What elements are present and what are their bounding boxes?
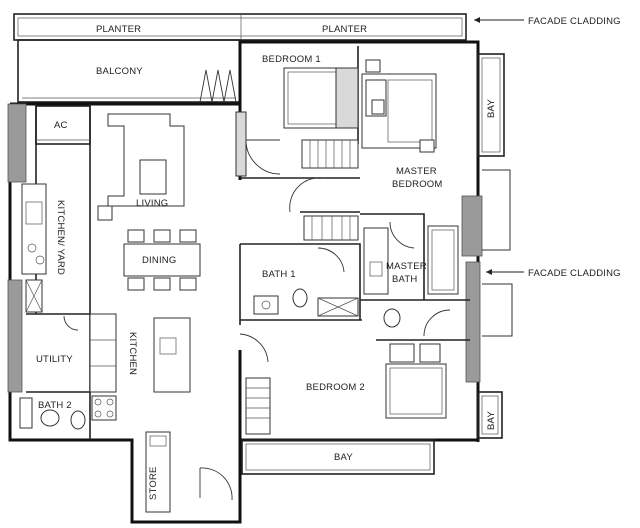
- label-bath-2: BATH 2: [38, 400, 72, 411]
- label-bath-1: BATH 1: [262, 269, 296, 280]
- kitchen-island: [153, 317, 191, 393]
- label-master-bath-2: BATH: [392, 274, 417, 285]
- planter-strip: [13, 13, 467, 41]
- bath-2-fixtures: [19, 397, 86, 430]
- bedroom-1-furniture: [283, 67, 359, 169]
- label-utility: UTILITY: [36, 354, 73, 365]
- label-bedroom-2: BEDROOM 2: [306, 382, 365, 393]
- master-bedroom-furniture: [303, 59, 437, 241]
- label-master-bedroom-1: MASTER: [396, 166, 437, 177]
- label-dining: DINING: [142, 255, 176, 266]
- label-store: STORE: [148, 466, 159, 500]
- living-furniture: [97, 113, 185, 221]
- callout-arrows: [474, 17, 524, 275]
- master-bath-fixtures: [363, 225, 459, 337]
- label-planter-left: PLANTER: [96, 24, 141, 35]
- kitchen-cabinets: [89, 313, 117, 421]
- label-bay-top-right: BAY: [486, 99, 497, 118]
- bedroom-2-furniture: [245, 343, 447, 435]
- label-ac: AC: [54, 120, 68, 131]
- label-planter-right: PLANTER: [322, 24, 367, 35]
- label-kitchen-yard: KITCHEN/ YARD: [55, 200, 66, 275]
- bay-windows: [241, 53, 505, 475]
- facade-frames: [482, 169, 513, 337]
- label-living: LIVING: [136, 198, 168, 209]
- label-bedroom-1: BEDROOM 1: [262, 54, 321, 65]
- store-shelves: [145, 431, 171, 513]
- label-kitchen: KITCHEN: [127, 332, 138, 375]
- room-labels: PLANTER PLANTER BALCONY AC KITCHEN/ YARD…: [36, 16, 621, 500]
- kitchen-counter: [21, 183, 47, 313]
- bath-1-fixtures: [253, 288, 359, 317]
- facade-cladding-elements: [7, 103, 483, 393]
- label-balcony: BALCONY: [96, 66, 143, 77]
- label-bay-bottom-right: BAY: [486, 411, 497, 430]
- label-master-bath-1: MASTER: [386, 261, 427, 272]
- label-bay-bottom: BAY: [334, 452, 353, 463]
- label-master-bedroom-2: BEDROOM: [392, 179, 443, 190]
- dining-table: [123, 229, 201, 291]
- door-swings: [63, 139, 415, 501]
- label-facade-cladding-top: FACADE CLADDING: [528, 16, 621, 27]
- label-facade-cladding-right: FACADE CLADDING: [528, 268, 621, 279]
